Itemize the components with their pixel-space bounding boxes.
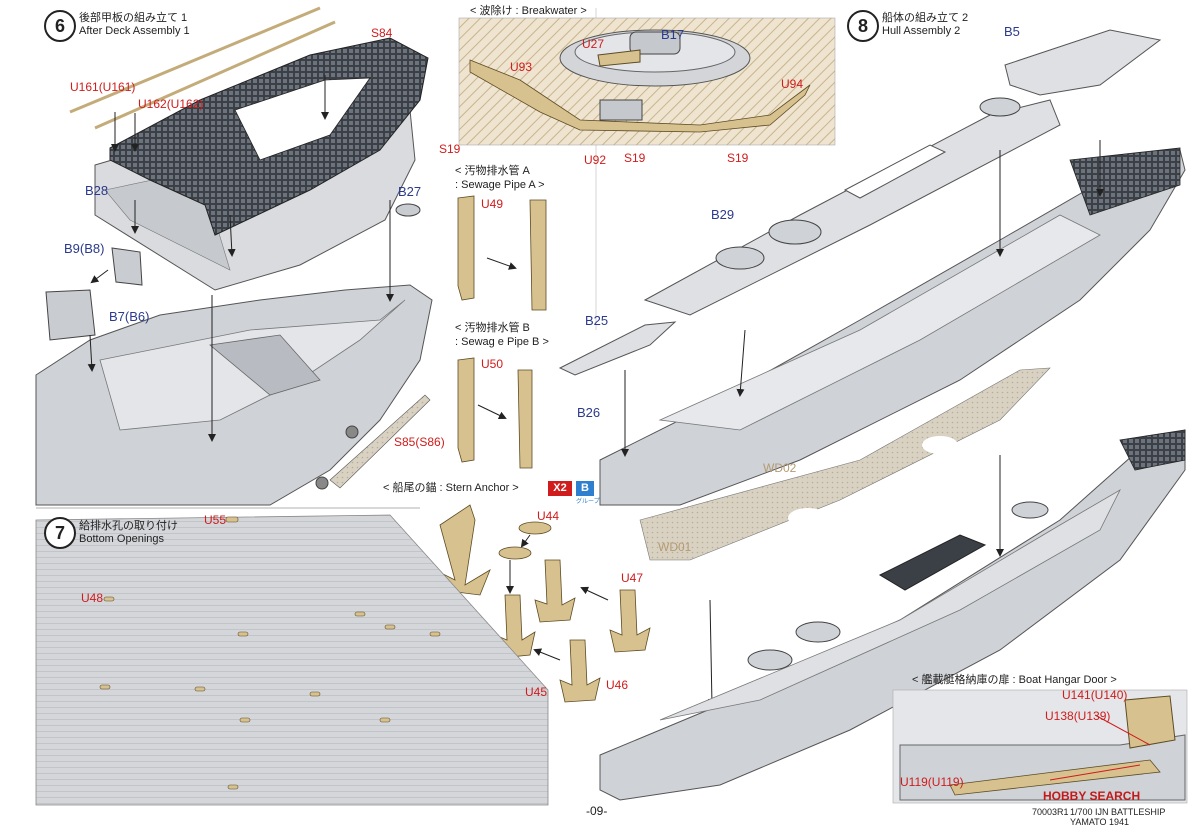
stern-hull-bulkhead <box>209 334 321 396</box>
label-u50: U50 <box>481 357 504 371</box>
label-u46: U46 <box>606 678 629 692</box>
label-u161: U161(U161) <box>70 80 136 94</box>
label-b7: B7(B6) <box>109 309 150 324</box>
badge-group-sub: グループ <box>576 499 600 505</box>
label-u49: U49 <box>481 197 504 211</box>
sewage-pipe-parts <box>457 195 547 469</box>
badge-quantity: X2 <box>548 481 572 496</box>
label-b27: B27 <box>398 184 422 199</box>
label-u93: U93 <box>510 60 533 74</box>
caption-sewage-b-jp: < 汚物排水管 B <box>455 322 530 334</box>
step-8-title-jp: 船体の組み立て 2 <box>882 12 969 24</box>
caption-sewage-a-en: : Sewage Pipe A > <box>455 179 545 191</box>
caption-boat-hangar-door: < 艦載艇格納庫の扉 : Boat Hangar Door > <box>912 674 1117 686</box>
label-u138: U138(U139) <box>1045 709 1111 723</box>
caption-sewage-a-jp: < 汚物排水管 A <box>455 165 530 177</box>
step-6-title-en: After Deck Assembly 1 <box>79 25 190 37</box>
step-6-title-jp: 後部甲板の組み立て 1 <box>79 12 188 24</box>
label-b17: B17 <box>661 27 685 42</box>
label-b5: B5 <box>1004 24 1020 39</box>
page-number: -09- <box>586 804 608 818</box>
label-s19-mid: S19 <box>624 151 646 165</box>
step-6-number: 6 <box>44 10 76 42</box>
label-u119: U119(U119) <box>900 775 964 789</box>
part-b25 <box>558 321 677 376</box>
bow-grating-lower <box>1119 429 1186 471</box>
label-u44: U44 <box>537 509 560 523</box>
label-u94: U94 <box>781 77 804 91</box>
rod-u162 <box>94 20 336 130</box>
label-b25: B25 <box>585 313 609 328</box>
label-b26: B26 <box>577 405 601 420</box>
caption-stern-anchor: < 船尾の錨 : Stern Anchor > <box>383 482 519 494</box>
step-7-title-jp: 給排水孔の取り付け <box>79 520 178 532</box>
hull-lower <box>599 429 1186 801</box>
label-u47: U47 <box>621 571 644 585</box>
label-s19-right: S19 <box>727 151 749 165</box>
step-8-number: 8 <box>847 10 879 42</box>
label-u55: U55 <box>204 513 227 527</box>
label-u27: U27 <box>582 37 605 51</box>
label-u48: U48 <box>81 591 104 605</box>
bow-grating-upper <box>1069 147 1181 216</box>
part-b5 <box>1004 29 1162 96</box>
breakwater-parts <box>469 59 811 133</box>
footer-product: 1/700 IJN BATTLESHIP YAMATO 1941 <box>1070 807 1166 827</box>
label-s85: S85(S86) <box>394 435 445 449</box>
badge-group: B <box>576 481 594 496</box>
label-b9: B9(B8) <box>64 241 105 256</box>
label-wd02: WD02 <box>763 461 797 475</box>
rod-u161 <box>69 6 321 114</box>
label-u141: U141(U140) <box>1062 688 1128 702</box>
hobbysearch-logo: HOBBY SEARCH <box>1043 789 1141 803</box>
label-s84: S84 <box>371 26 393 40</box>
label-u162: U162(U162) <box>138 97 204 111</box>
step-7-number: 7 <box>44 517 76 549</box>
bottom-opening-parts <box>99 516 441 790</box>
label-s19-left: S19 <box>439 142 461 156</box>
label-b28: B28 <box>85 183 109 198</box>
step-8-title-en: Hull Assembly 2 <box>882 25 961 37</box>
step-7-title-en: Bottom Openings <box>79 533 164 545</box>
label-b29: B29 <box>711 207 735 222</box>
caption-sewage-b-en: : Sewag e Pipe B > <box>455 336 549 348</box>
label-u45: U45 <box>525 685 548 699</box>
hull-bottom <box>35 514 549 806</box>
footer-code: 70003R1 <box>1032 807 1069 817</box>
label-u92: U92 <box>584 153 607 167</box>
caption-breakwater: < 波除け : Breakwater > <box>470 5 587 17</box>
decal-wd02 <box>639 367 1051 561</box>
label-wd01: WD01 <box>658 540 692 554</box>
